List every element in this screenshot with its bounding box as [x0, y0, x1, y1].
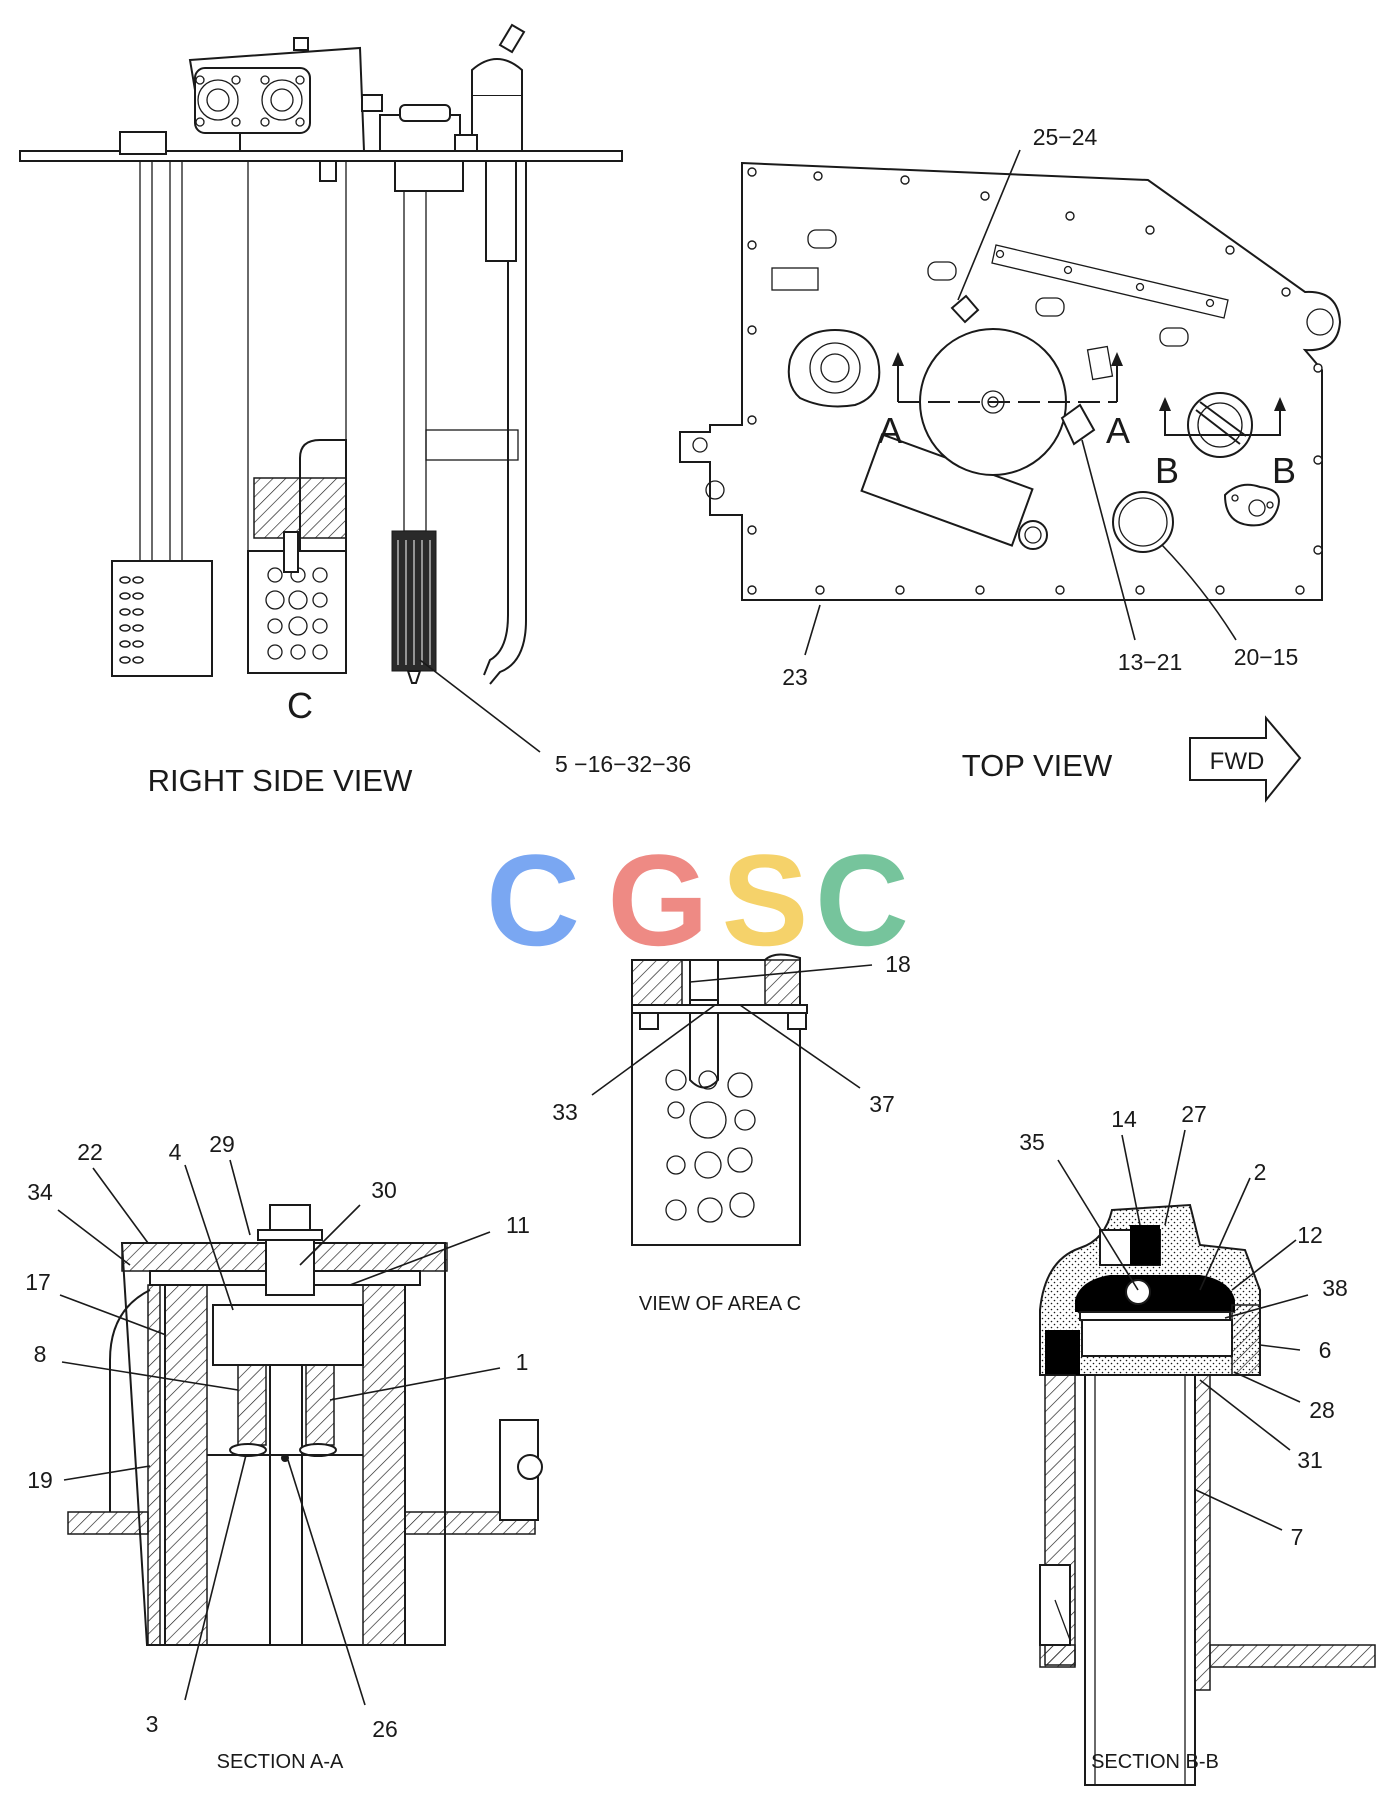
callout-30: 30: [371, 1177, 397, 1203]
section-b-b: 14 27 35 2 12 38 6 28 31 7 SECTION B-B: [1019, 1101, 1376, 1786]
callout-25-24: 25−24: [1033, 124, 1098, 150]
callout-34: 34: [27, 1179, 53, 1205]
callout-1: 1: [516, 1349, 529, 1375]
watermark-letter-1: C: [486, 827, 580, 973]
section-a-right-letter: A: [1106, 410, 1130, 451]
callout-27: 27: [1181, 1101, 1207, 1127]
watermark-letter-2: G: [607, 827, 708, 973]
callout-37: 37: [869, 1091, 895, 1117]
sight-ring: [1112, 491, 1174, 553]
callout-38: 38: [1322, 1275, 1348, 1301]
callout-8: 8: [34, 1341, 47, 1367]
callout-20-15: 20−15: [1234, 644, 1299, 670]
section-b-right-letter: B: [1272, 450, 1296, 491]
area-c-letter: C: [287, 685, 313, 726]
callout-23: 23: [782, 664, 808, 690]
fwd-arrow: [1189, 715, 1302, 803]
watermark-letter-3: S: [722, 827, 809, 973]
view-of-area-c: 18 33 37 VIEW OF AREA C: [552, 951, 911, 1315]
callout-14: 14: [1111, 1106, 1137, 1132]
callout-6: 6: [1319, 1337, 1332, 1363]
right-side-view-title: RIGHT SIDE VIEW: [148, 763, 413, 798]
callout-17: 17: [25, 1269, 51, 1295]
callout-19: 19: [27, 1467, 53, 1493]
callout-33: 33: [552, 1099, 578, 1125]
standpipe: [1084, 1374, 1196, 1786]
mounting-plate: [19, 150, 623, 162]
callout-12: 12: [1297, 1222, 1323, 1248]
callout-11: 11: [506, 1212, 530, 1238]
section-a-a: 22 29 34 4 30 11 17 8 1 19 3 26 SECTION …: [25, 1131, 543, 1773]
callout-26: 26: [372, 1716, 398, 1742]
section-a-a-title: SECTION A-A: [217, 1751, 344, 1773]
fwd-label: FWD: [1210, 748, 1265, 775]
bracket-strip: [991, 244, 1229, 319]
callout-4: 4: [169, 1139, 182, 1165]
callout-31: 31: [1297, 1447, 1323, 1473]
top-view-title: TOP VIEW: [962, 748, 1113, 783]
callout-5-16-32-36: 5 −16−32−36: [555, 751, 691, 777]
right-side-view: C RIGHT SIDE VIEW 5 −16−32−36: [19, 23, 691, 798]
section-a-left-letter: A: [878, 410, 902, 451]
callout-18: 18: [885, 951, 911, 977]
section-b-b-title: SECTION B-B: [1091, 1751, 1219, 1773]
callout-3: 3: [146, 1711, 159, 1737]
callout-28: 28: [1309, 1397, 1335, 1423]
section-b-left-letter: B: [1155, 450, 1179, 491]
housing-wall-right: [362, 1284, 406, 1646]
top-view: A A B B 25−24 23 13−21 20−15 TOP VIEW FW…: [679, 124, 1342, 803]
callout-7: 7: [1291, 1524, 1304, 1550]
callout-35: 35: [1019, 1129, 1045, 1155]
view-of-area-c-title: VIEW OF AREA C: [639, 1293, 801, 1315]
callout-2: 2: [1254, 1159, 1267, 1185]
housing-wall-left: [164, 1284, 208, 1646]
callout-29: 29: [209, 1131, 235, 1157]
callout-22: 22: [77, 1139, 103, 1165]
watermark-letter-4: C: [815, 827, 909, 973]
cgsc-watermark: C G S C: [486, 827, 909, 973]
callout-13-21: 13−21: [1118, 649, 1183, 675]
